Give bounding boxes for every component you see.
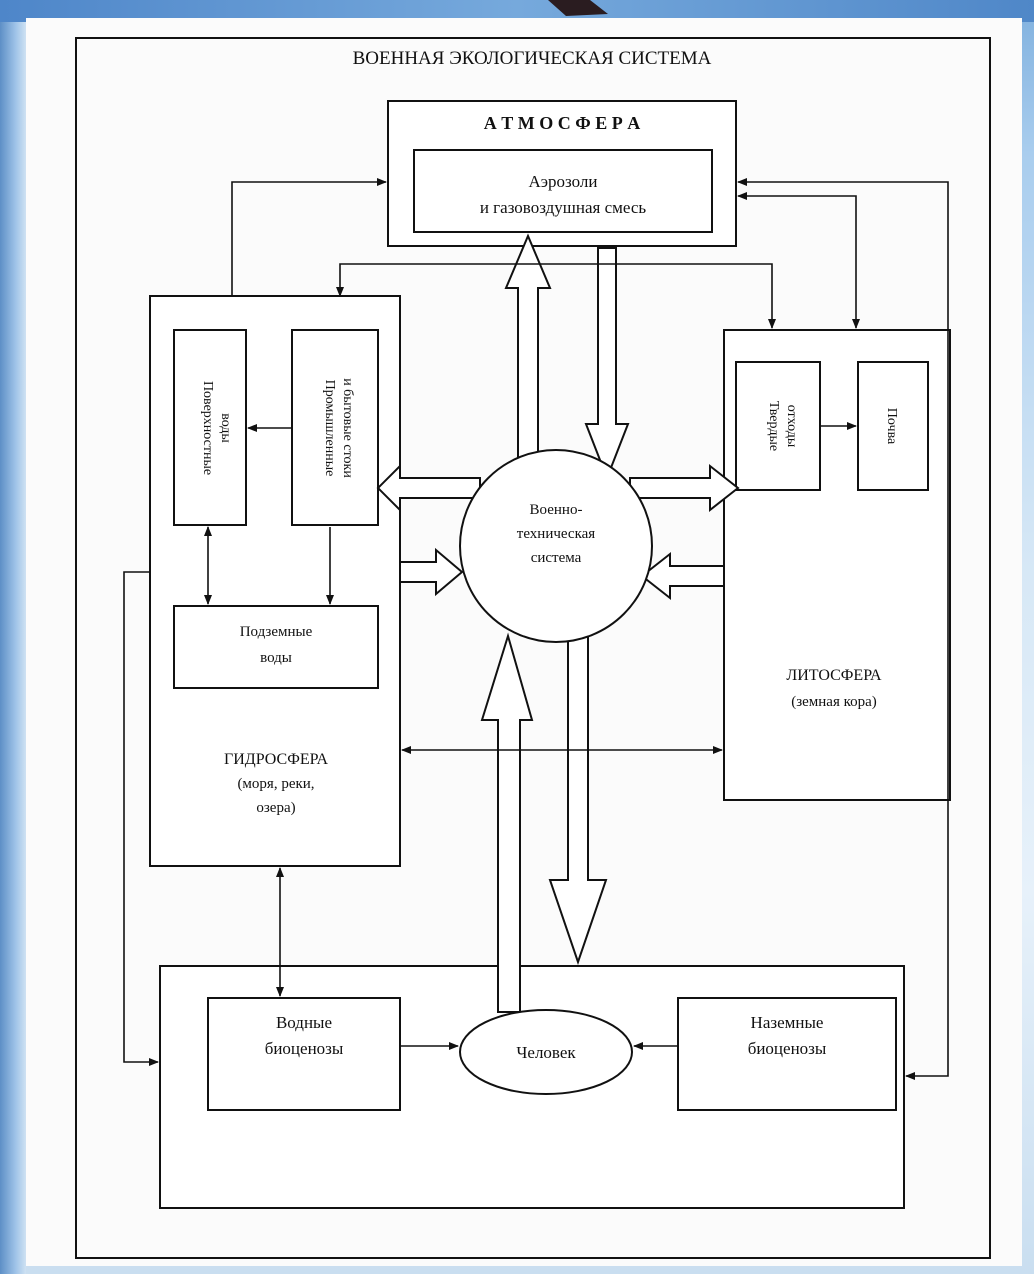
lithosphere-label-line1: ЛИТОСФЕРА (786, 667, 882, 684)
wastewater-line2: и бытовые стоки (340, 378, 355, 478)
arrow-to-wastewater (376, 463, 481, 513)
terrestrial-line2: биоценозы (748, 1039, 827, 1058)
solid-waste-line1: Твердые (766, 401, 781, 451)
hydrosphere-label-line1: ГИДРОСФЕРА (224, 751, 329, 768)
human-ellipse (459, 1009, 633, 1095)
aerosols-box (413, 149, 713, 233)
arrow-from-atmosphere (584, 247, 630, 481)
military-system-line1: Военно- (530, 502, 583, 518)
arrow-from-hydrosphere (399, 547, 464, 597)
wastewater-line1: Промышленные (322, 380, 337, 477)
ground-waters-line1: Подземные (240, 624, 313, 640)
lithosphere-label-line2: (земная кора) (791, 694, 877, 710)
arrow-atmo-terrestrial (737, 178, 949, 1080)
surface-waters-box (173, 329, 247, 526)
surface-waters-line1: Поверхностные (200, 381, 215, 475)
arrow-to-solid-waste (629, 463, 740, 513)
arrow-from-human (480, 632, 534, 1013)
wastewater-box (291, 329, 379, 526)
surface-waters-line2: воды (218, 413, 233, 443)
aquatic-biocenoses-box (207, 997, 401, 1111)
aerosols-line2: и газовоздушная смесь (480, 198, 647, 217)
arrow-hydro-to-atmo (231, 178, 387, 296)
military-system-line2: техническая (517, 526, 596, 542)
military-system-line3: система (531, 550, 582, 566)
diagram-title: ВОЕННАЯ ЭКОЛОГИЧЕСКАЯ СИСТЕМА (353, 48, 712, 69)
pen-decoration (548, 0, 608, 16)
ground-waters-line2: воды (260, 650, 292, 666)
hydrosphere-label-line3: озера) (256, 800, 295, 816)
human-label: Человек (516, 1043, 576, 1062)
atmosphere-label: А Т М О С Ф Е Р А (484, 113, 640, 133)
terrestrial-line1: Наземные (751, 1013, 824, 1032)
military-system-circle (459, 449, 653, 643)
arrow-from-lithosphere (640, 551, 725, 601)
solid-waste-line2: отходы (784, 405, 799, 448)
connector-arrows (123, 178, 949, 1080)
background-top-strip (0, 0, 1034, 22)
soil-label: Почва (884, 408, 899, 445)
aquatic-line1: Водные (276, 1013, 332, 1032)
aerosols-line1: Аэрозоли (528, 172, 597, 191)
hollow-arrows (376, 233, 740, 1013)
ground-waters-box (173, 605, 379, 689)
arrow-hydro-biosphere (123, 571, 159, 1066)
hydrosphere-label-line2: (моря, реки, (237, 776, 314, 792)
outer-frame (75, 37, 991, 1259)
aquatic-line2: биоценозы (265, 1039, 344, 1058)
background-left-strip (0, 0, 26, 1274)
arrow-to-biosphere (548, 635, 608, 966)
